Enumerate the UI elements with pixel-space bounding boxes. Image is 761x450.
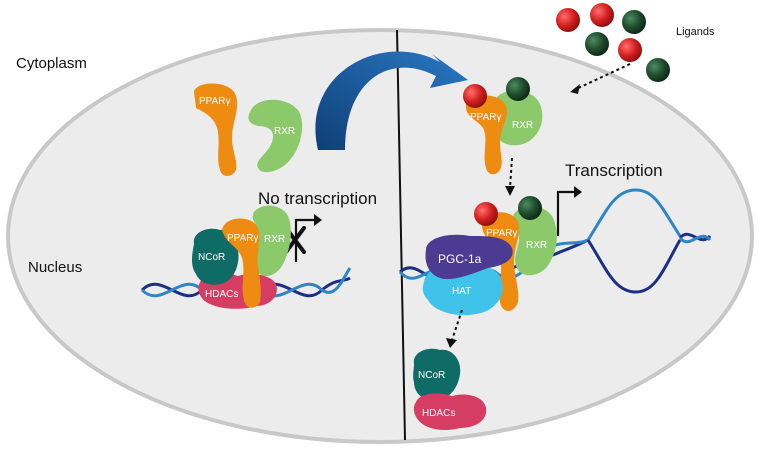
ppar-protein-cyto-right: PPARγ	[465, 95, 507, 175]
ligands-label: Ligands	[676, 26, 715, 38]
ppar-label: PPARγ	[227, 233, 259, 244]
transcription-start-arrow-icon	[556, 186, 582, 236]
cytoplasm-label: Cytoplasm	[16, 55, 87, 72]
nucleus-label: Nucleus	[28, 259, 82, 276]
rxr-label: RXR	[274, 126, 295, 137]
ppar-label: PPARγ	[199, 96, 231, 107]
rxr-label: RXR	[526, 240, 547, 251]
panel-divider	[396, 29, 406, 441]
ppar-protein-bound-left: PPARγ	[222, 218, 261, 308]
nuclear-entry-arrow	[505, 157, 515, 196]
ppar-protein-free: PPARγ	[194, 83, 238, 176]
ncor-protein-released: NCoR	[413, 348, 461, 401]
transcription-label: Transcription	[565, 161, 663, 180]
ligand-red-bound-nuclear	[474, 202, 498, 226]
transcription-start-arrow-icon	[294, 214, 322, 262]
ncor-label: NCoR	[418, 370, 445, 381]
ligand-entry-arrow	[570, 63, 631, 94]
rxr-protein-free: RXR	[248, 99, 303, 173]
pgc1a-label: PGC-1a	[438, 252, 482, 266]
no-transcription-label: No transcription	[258, 189, 377, 208]
ncor-protein-left: NCoR	[192, 228, 239, 285]
ppar-label: PPARγ	[486, 228, 518, 239]
ncor-label: NCoR	[198, 252, 225, 263]
ligand-green-bound	[506, 77, 530, 101]
ligand-green-bound-nuclear	[518, 196, 542, 220]
rxr-label: RXR	[264, 234, 285, 245]
hdacs-protein-released: HDACs	[413, 393, 487, 430]
rxr-label: RXR	[512, 120, 533, 131]
corepressor-release-arrow	[446, 309, 463, 348]
rxr-protein-bound-left: RXR	[252, 205, 291, 277]
ligand-red-bound	[463, 84, 487, 108]
hdacs-label: HDACs	[422, 408, 455, 419]
hat-label: HAT	[452, 286, 471, 297]
curved-translocation-arrow-icon	[315, 51, 468, 150]
rxr-protein-bound-right: RXR	[512, 206, 557, 276]
pgc1a-protein: PGC-1a	[425, 234, 513, 280]
ligand-cluster	[556, 3, 670, 82]
cell-membrane	[6, 28, 754, 444]
hdacs-label: HDACs	[205, 289, 238, 300]
ppar-label: PPARγ	[470, 112, 502, 123]
